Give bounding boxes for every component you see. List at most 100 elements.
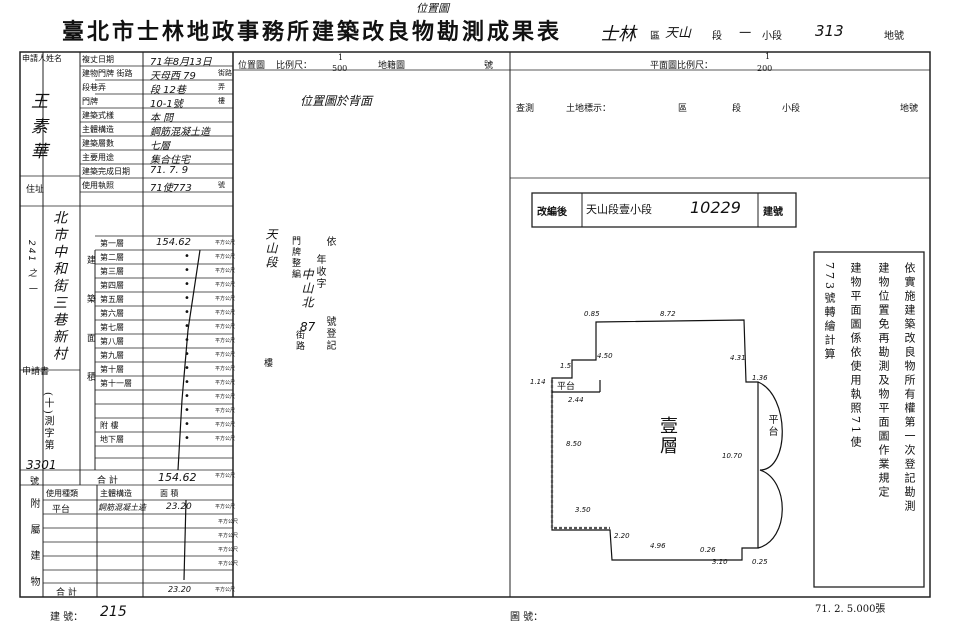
floor-unit: 平方公尺 <box>215 394 236 400</box>
plan-scale-num: 1 <box>765 52 771 61</box>
annex-unit-4: 平方公尺 <box>218 547 239 553</box>
annex-header-use: 使用種類 <box>46 489 78 498</box>
floor-unit: 平方公尺 <box>215 282 236 288</box>
annex-header-struct: 主體構造 <box>100 489 132 498</box>
floor-label: 第十層 <box>100 365 124 374</box>
info-row-value: 本 問 <box>150 113 174 124</box>
dimension-label: 3.50 <box>575 506 591 514</box>
dimension-label: 1.36 <box>752 374 768 382</box>
info-row-label: 建築層數 <box>82 139 114 148</box>
land-lot-label: 地號 <box>900 104 919 114</box>
annex-unit-5: 平方公尺 <box>218 561 239 567</box>
application-label: 申請書 <box>22 367 50 377</box>
floor-area: • <box>184 307 190 318</box>
cadastral-map-label: 地籍圖 <box>378 61 406 71</box>
floor-area: • <box>184 321 190 332</box>
floor-area: • <box>184 433 190 444</box>
position-note: 位置圖於背面 <box>300 94 373 108</box>
dimension-label: 4.96 <box>650 542 666 550</box>
lot-value: 313 <box>815 22 844 40</box>
info-row-label: 建築完成日期 <box>82 167 130 176</box>
stamp-hand-c: 87 <box>300 320 316 334</box>
renumber-label: 改編後 <box>537 207 567 218</box>
note-col-4: 773號轉繪計算 <box>823 262 836 362</box>
info-row-label: 段巷弄 <box>82 83 106 92</box>
footer-print-info: 71. 2. 5.000張 <box>815 604 886 615</box>
stamp-hand-b: 中山北 <box>300 268 314 310</box>
floor-unit: 平方公尺 <box>215 324 236 330</box>
lot-label: 地號 <box>884 31 904 42</box>
info-row-suffix: 街路 <box>218 69 232 77</box>
survey-label: 查測 <box>516 104 535 114</box>
info-row-value: 10-1號 <box>150 99 183 110</box>
scale-num: 1 <box>338 53 344 62</box>
annex-struct: 鋼筋混凝土造 <box>98 503 146 512</box>
plan-scale-label: 平面圖比例尺： <box>650 61 714 71</box>
scale-den: 500 <box>332 64 348 73</box>
floor-label: 附 樓 <box>100 421 119 430</box>
floor-area: • <box>184 391 190 402</box>
floor-label: 第十一層 <box>100 379 132 388</box>
land-subsection-label: 小段 <box>782 104 801 114</box>
dimension-label: 0.85 <box>584 310 600 318</box>
info-row-value: 71使773 <box>150 183 192 194</box>
annex-header-area: 面 積 <box>160 489 179 498</box>
floor-area: • <box>184 335 190 346</box>
position-map-label: 位置圖 <box>238 61 266 71</box>
info-row-label: 主要用途 <box>82 153 114 162</box>
note-col-3: 建物平面圖係依使用執照71使 <box>849 262 862 450</box>
info-row-suffix: 弄 <box>218 83 225 91</box>
stamp-floor: 樓 <box>264 359 274 369</box>
floor-unit: 平方公尺 <box>215 310 236 316</box>
info-row-value: 天母西 79 <box>150 71 196 82</box>
floor-area: • <box>184 419 190 430</box>
annex-label: 附屬建物 <box>28 498 39 602</box>
section-label: 段 <box>712 31 722 42</box>
applicant-name: 王素華 <box>27 92 47 167</box>
dimension-label: 1.14 <box>530 378 546 386</box>
application-no: 3301 <box>26 458 57 472</box>
info-row-suffix: 樓 <box>218 97 225 105</box>
stamp-col-1: 依 <box>324 236 335 248</box>
dimension-label: 8.50 <box>566 440 582 448</box>
plan-scale-den: 200 <box>757 64 773 73</box>
floor-unit: 平方公尺 <box>215 366 236 372</box>
floor-label: 第七層 <box>100 323 124 332</box>
note-col-2: 建物位置免再勘測及物平面圖作業規定 <box>877 262 890 500</box>
scale-label: 比例尺： <box>276 61 313 71</box>
floor-area: 154.62 <box>156 237 191 248</box>
dimension-label: 0.26 <box>700 546 716 554</box>
annex-use: 平台 <box>52 505 71 515</box>
floor-label: 第三層 <box>100 267 124 276</box>
page-title: 臺北市士林地政事務所建築改良物勘測成果表 <box>62 19 563 45</box>
renumber-value: 10229 <box>690 198 741 217</box>
total-value: 154.62 <box>158 471 197 484</box>
floor-unit: 平方公尺 <box>215 380 236 386</box>
info-row-label: 主體構造 <box>82 125 114 134</box>
floor-label: 壹層 <box>657 416 678 456</box>
info-row-value: 鋼筋混凝土造 <box>150 127 210 138</box>
address-label: 住址 <box>26 185 45 195</box>
footer-map-no-label: 圖 號： <box>510 612 544 623</box>
stamp-left: 天山段 <box>264 228 278 270</box>
area-group-label: 建築面積 <box>85 255 95 411</box>
dimension-label: 2.20 <box>614 532 630 540</box>
renumber-build-no-label: 建號 <box>763 207 783 218</box>
dimension-label: 2.44 <box>568 396 584 404</box>
district-value: 士林 <box>600 24 636 45</box>
floor-area: • <box>184 251 190 262</box>
floor-area: • <box>184 377 190 388</box>
land-section-label: 段 <box>732 104 742 114</box>
floor-unit: 平方公尺 <box>215 254 236 260</box>
annex-total-unit: 平方公尺 <box>215 587 236 593</box>
info-row-value: 七層 <box>150 141 170 152</box>
floor-label: 第九層 <box>100 351 124 360</box>
info-row-suffix: 號 <box>218 181 225 189</box>
stamp-hand-a: 門牌整編 <box>290 236 300 280</box>
floor-label: 第六層 <box>100 309 124 318</box>
floor-unit: 平方公尺 <box>215 296 236 302</box>
application-no-label: (十)測字第 <box>42 392 53 452</box>
annex-unit: 平方公尺 <box>215 504 236 510</box>
info-row-label: 建物門牌 街路 <box>82 69 133 78</box>
annex-area: 23.20 <box>166 502 192 512</box>
